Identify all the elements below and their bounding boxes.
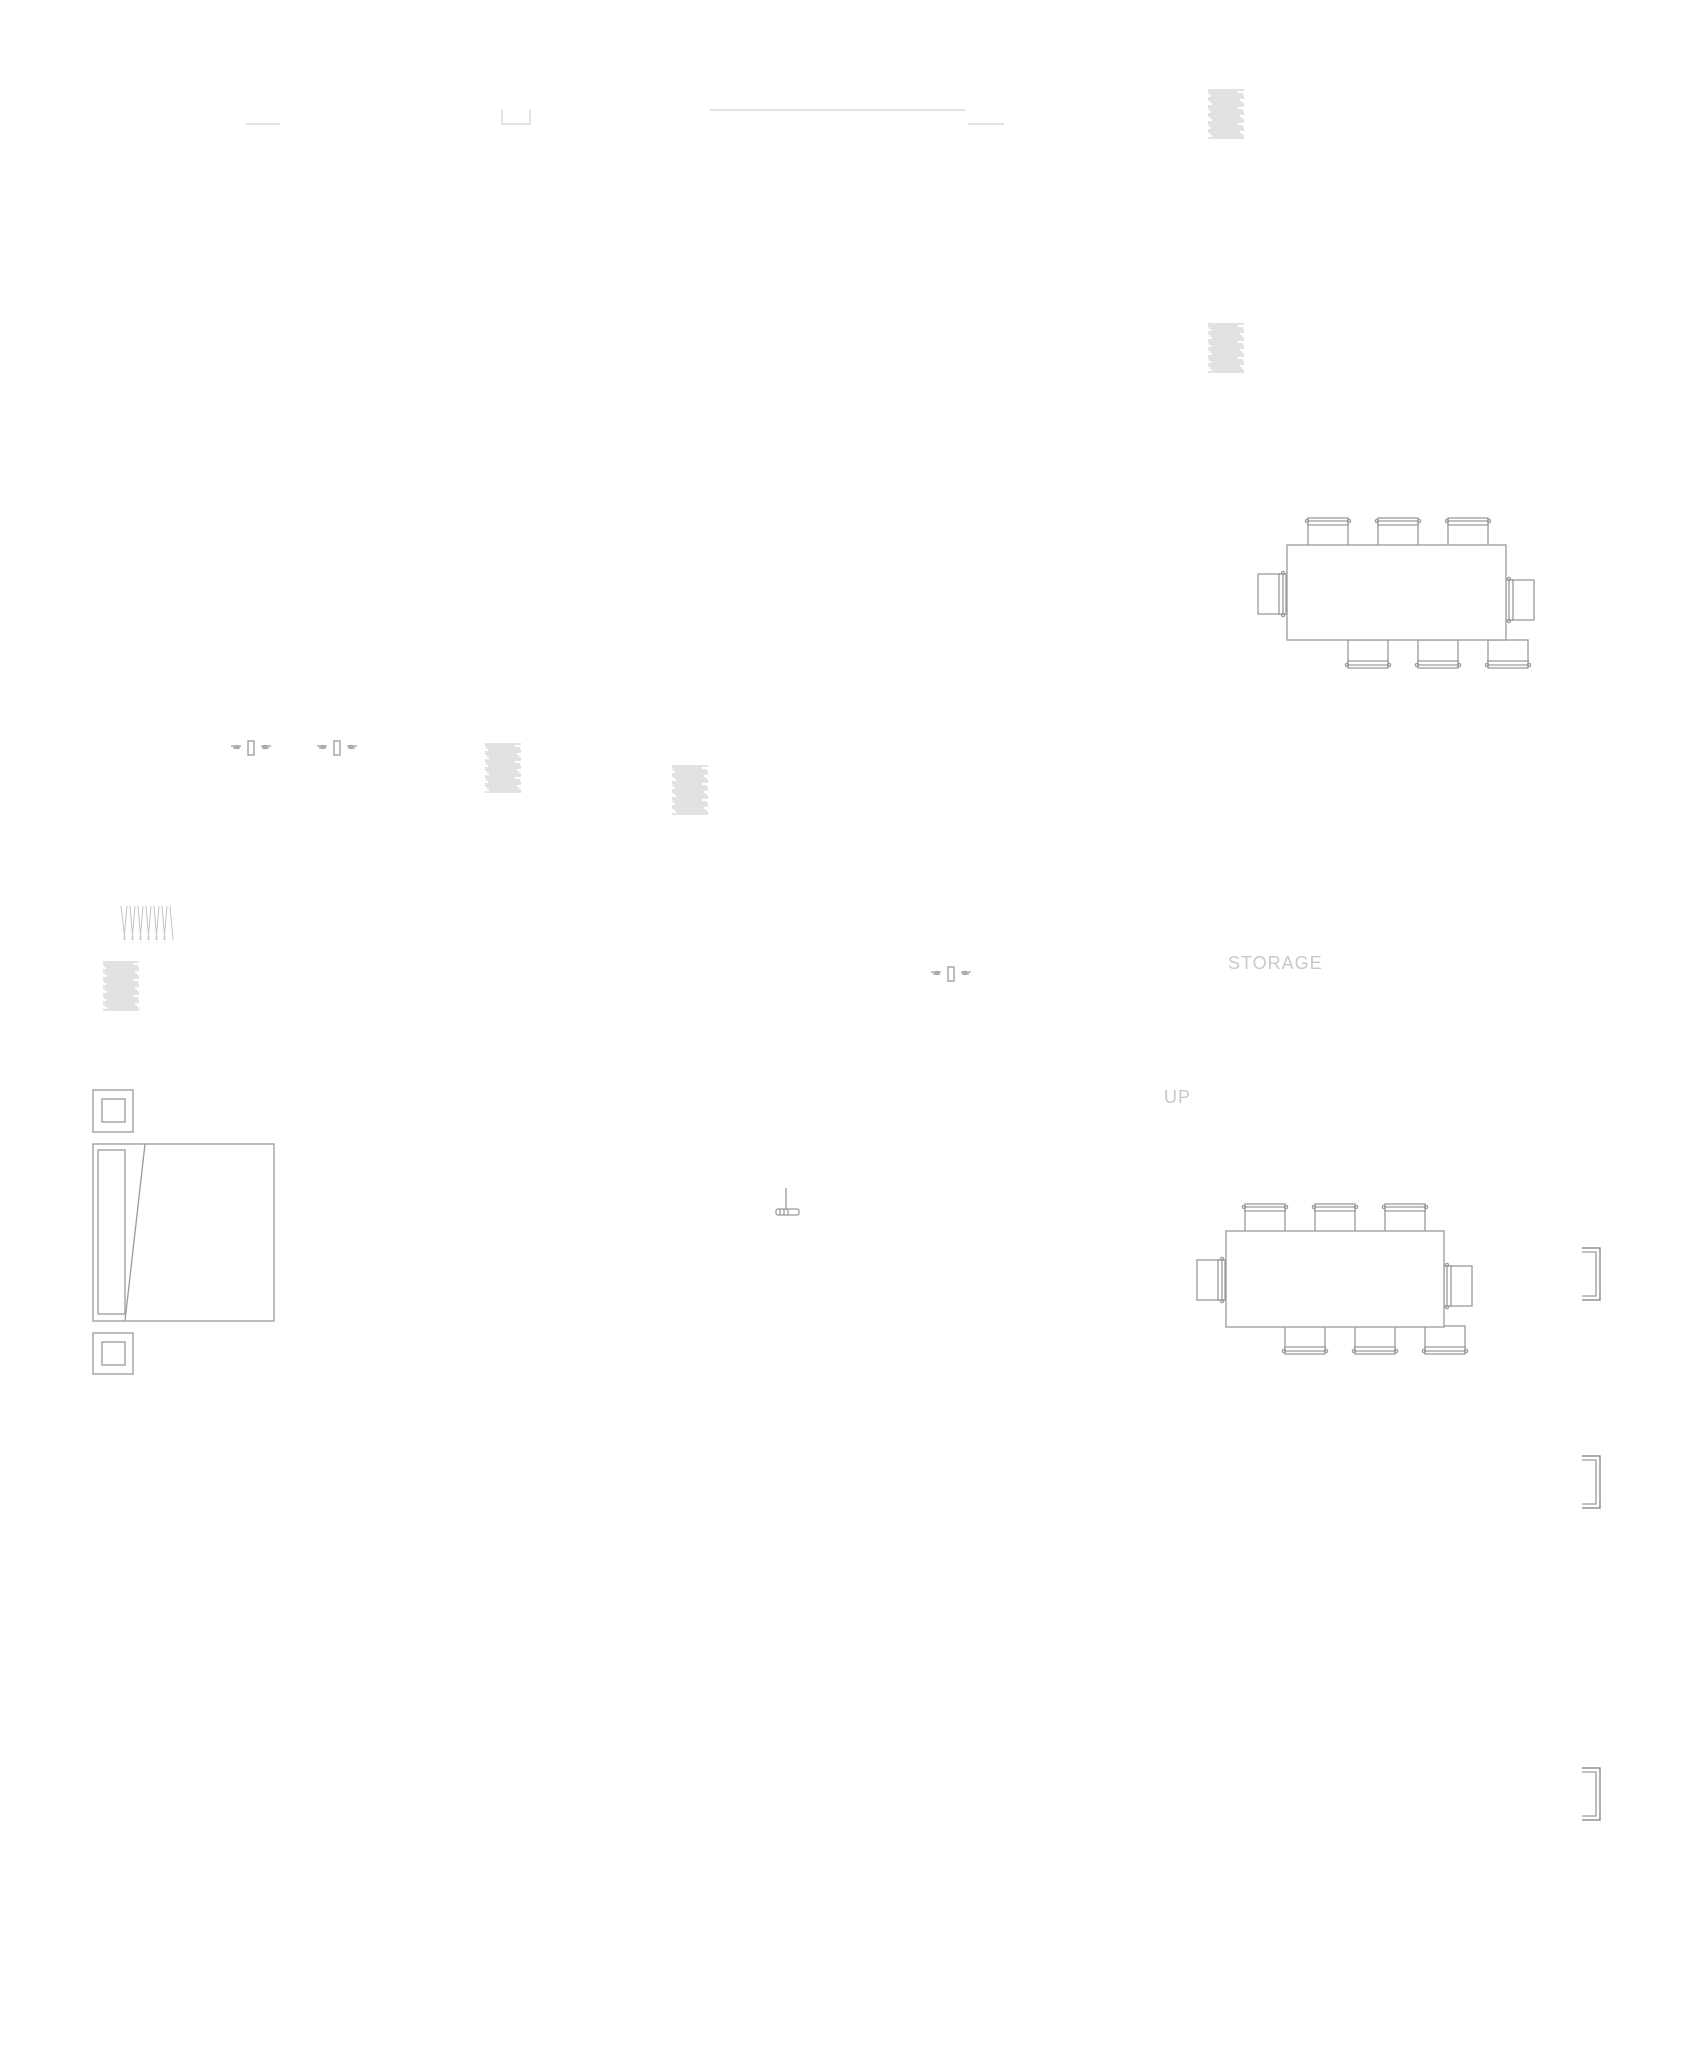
- wall-bracket: [1581, 1767, 1601, 1821]
- wall-bracket: [1581, 1455, 1601, 1509]
- dining-table-upper: [1257, 517, 1535, 669]
- grab-handle: [316, 740, 358, 756]
- stair-label-up: UP: [1164, 1087, 1191, 1107]
- grab-handle: [930, 966, 972, 982]
- nightstand-top: [92, 1089, 134, 1133]
- top-wall-fragments: [246, 109, 1004, 125]
- nightstand-bottom: [92, 1332, 134, 1375]
- hatch-swatch: [1207, 89, 1245, 139]
- tap-fixture: [775, 1188, 800, 1216]
- room-label-storage: STORAGE: [1228, 953, 1323, 973]
- hatch-swatch: [102, 961, 140, 1011]
- hatch-swatch: [671, 765, 709, 815]
- hatch-swatch: [1207, 323, 1245, 373]
- double-bed: [92, 1143, 275, 1322]
- hatch-swatch-vertical: [120, 905, 174, 941]
- grab-handle: [230, 740, 272, 756]
- dining-table-lower: [1196, 1203, 1473, 1355]
- wall-bracket: [1581, 1247, 1601, 1301]
- hatch-swatch: [484, 743, 522, 793]
